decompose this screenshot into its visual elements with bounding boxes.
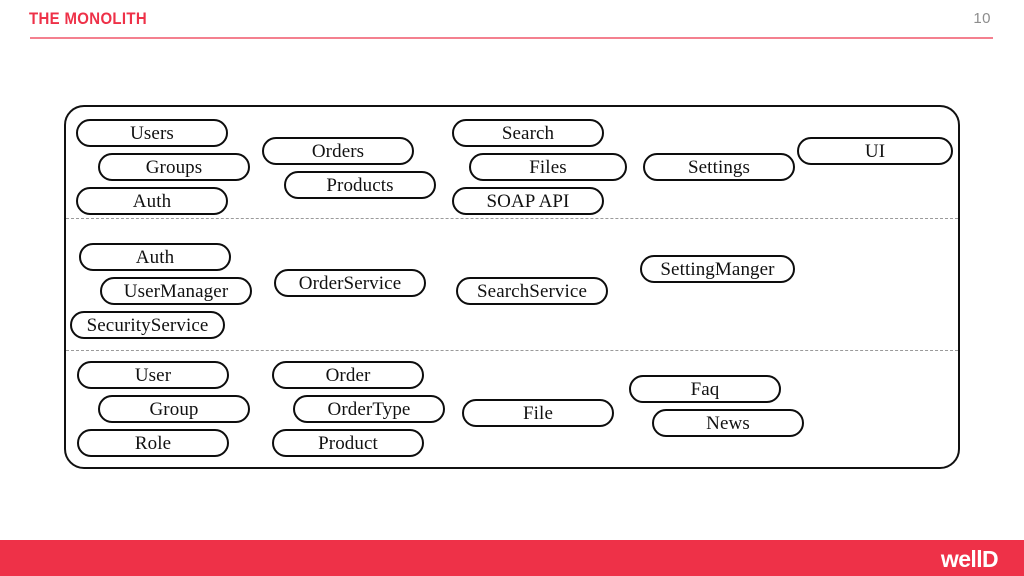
monolith-node: User [77,361,229,389]
monolith-node: SearchService [456,277,608,305]
monolith-node: File [462,399,614,427]
monolith-node: OrderType [293,395,445,423]
monolith-node: Groups [98,153,250,181]
monolith-node: UserManager [100,277,252,305]
monolith-node: Auth [76,187,228,215]
monolith-node: Orders [262,137,414,165]
page-number: 10 [973,10,991,27]
monolith-node: Search [452,119,604,147]
monolith-node: OrderService [274,269,426,297]
monolith-node: SettingManger [640,255,795,283]
header-divider [30,37,993,39]
monolith-node: Settings [643,153,795,181]
monolith-node: Order [272,361,424,389]
monolith-node: Product [272,429,424,457]
monolith-node: Group [98,395,250,423]
slide-footer: wellD [0,540,1024,576]
monolith-node: Auth [79,243,231,271]
monolith-node: Products [284,171,436,199]
layer-divider-service-domain [66,350,958,351]
monolith-node: Role [77,429,229,457]
page-title: THE MONOLITH [29,9,148,28]
layer-divider-interface-service [66,218,958,219]
welld-logo: wellD [940,546,999,572]
slide-header: THE MONOLITH 10 [0,0,1024,44]
monolith-node: News [652,409,804,437]
monolith-node: Files [469,153,627,181]
monolith-node: SOAP API [452,187,604,215]
monolith-node: Users [76,119,228,147]
monolith-node: SecurityService [70,311,225,339]
monolith-node: Faq [629,375,781,403]
monolith-node: UI [797,137,953,165]
